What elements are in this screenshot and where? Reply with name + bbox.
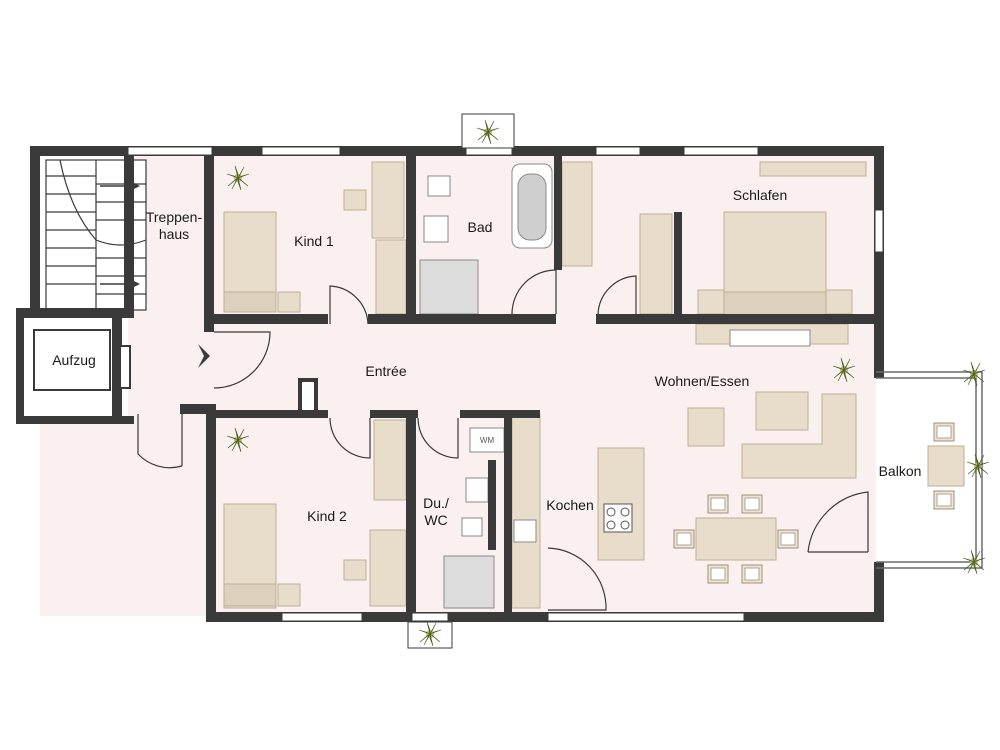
label-kochen: Kochen	[546, 497, 593, 513]
armchair	[687, 407, 725, 447]
label-wohnen: Wohnen/Essen	[655, 373, 750, 389]
label-kind1: Kind 1	[294, 233, 334, 249]
balkon-table	[927, 445, 965, 487]
wm-box	[469, 427, 505, 453]
nightstand-kind2	[277, 583, 301, 607]
label-treppenhaus: Treppen-haus	[146, 209, 203, 242]
wardrobe-schlafen-1	[561, 161, 593, 267]
sofa	[741, 393, 857, 479]
shower-bad	[419, 259, 479, 315]
label-schlafen: Schlafen	[733, 187, 787, 203]
label-duwc: Du./WC	[423, 495, 449, 528]
windows	[127, 146, 884, 622]
wc-duwc	[461, 517, 483, 537]
wardrobe-schlafen-2	[639, 213, 673, 315]
aufzug-door	[119, 345, 131, 389]
chair-kind1	[343, 189, 367, 211]
chair-kind2	[343, 559, 367, 581]
furniture	[223, 161, 867, 609]
label-bad: Bad	[468, 219, 493, 235]
walls	[16, 146, 884, 622]
dresser-schlafen	[759, 161, 867, 177]
label-wm: WM	[480, 436, 495, 445]
wardrobe-kind2-2	[369, 529, 407, 607]
label-kind2: Kind 2	[307, 508, 347, 524]
shower-duwc	[443, 555, 495, 609]
wc-bad	[427, 175, 451, 197]
wardrobe-kind2-1	[373, 419, 407, 501]
label-aufzug: Aufzug	[52, 352, 96, 368]
label-entree: Entrée	[365, 363, 406, 379]
label-balkon: Balkon	[879, 463, 922, 479]
sink-duwc	[465, 477, 489, 503]
sink-bad	[423, 215, 449, 243]
nightstand-kind1	[277, 291, 301, 313]
dining-table	[695, 517, 777, 561]
coffee-table	[755, 391, 809, 431]
wardrobe-kind1	[375, 239, 407, 315]
desk-kind1	[371, 161, 405, 239]
doors	[137, 269, 869, 611]
entry-arrow-icon	[198, 344, 210, 368]
kitchen-counter	[511, 413, 541, 609]
aufzug-cabin	[33, 329, 111, 391]
